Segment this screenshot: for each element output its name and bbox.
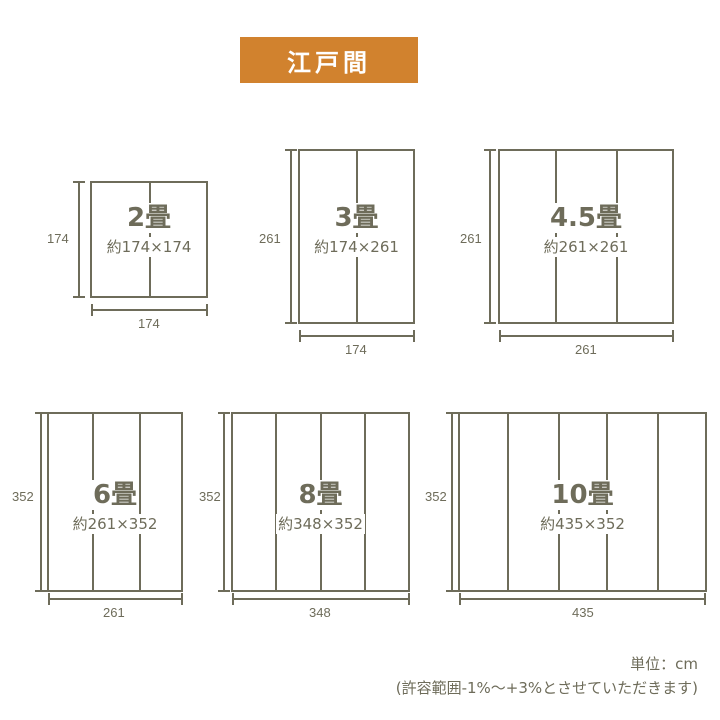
- height-label: 261: [259, 231, 281, 246]
- unit-note: 単位：cm: [630, 655, 698, 673]
- width-label: 261: [103, 605, 125, 620]
- panel-divider: [92, 414, 94, 590]
- width-dimension-line: [299, 330, 415, 342]
- width-label: 435: [572, 605, 594, 620]
- height-label: 352: [425, 489, 447, 504]
- height-dimension-line: [484, 149, 496, 324]
- height-label: 352: [12, 489, 34, 504]
- panel-divider: [320, 414, 322, 590]
- panel-divider: [356, 151, 358, 322]
- panel-divider: [364, 414, 366, 590]
- width-dimension-line: [499, 330, 674, 342]
- panel-divider: [149, 183, 151, 296]
- panel-divider: [275, 414, 277, 590]
- room-4-5jo: 4.5畳 約261×261: [498, 149, 674, 324]
- panel-divider: [139, 414, 141, 590]
- room-size: 約435×352: [538, 514, 627, 534]
- room-8jo: 8畳 約348×352: [231, 412, 410, 592]
- width-label: 174: [138, 316, 160, 331]
- width-dimension-line: [48, 593, 183, 605]
- width-label: 261: [575, 342, 597, 357]
- width-label: 174: [345, 342, 367, 357]
- height-dimension-line: [285, 149, 297, 324]
- room-name: 6畳: [90, 480, 140, 510]
- panel-divider: [616, 151, 618, 322]
- room-6jo: 6畳 約261×352: [47, 412, 183, 592]
- room-name: 4.5畳: [547, 203, 625, 233]
- panel-divider: [558, 414, 560, 590]
- title-banner: 江戸間: [240, 37, 418, 83]
- notes: 単位：cm (許容範囲-1%～+3%とさせていただきます): [396, 652, 698, 700]
- width-dimension-line: [91, 304, 208, 316]
- panel-divider: [555, 151, 557, 322]
- width-dimension-line: [232, 593, 410, 605]
- page-title: 江戸間: [287, 48, 371, 77]
- width-label: 348: [309, 605, 331, 620]
- height-label: 261: [460, 231, 482, 246]
- height-dimension-line: [446, 412, 458, 592]
- height-dimension-line: [218, 412, 230, 592]
- room-3jo: 3畳 約174×261: [298, 149, 415, 324]
- panel-divider: [606, 414, 608, 590]
- tolerance-note: (許容範囲-1%～+3%とさせていただきます): [395, 679, 698, 697]
- height-label: 174: [47, 231, 69, 246]
- width-dimension-line: [459, 593, 706, 605]
- room-2jo: 2畳 約174×174: [90, 181, 208, 298]
- height-dimension-line: [73, 181, 85, 298]
- room-10jo: 10畳 約435×352: [458, 412, 707, 592]
- height-label: 352: [199, 489, 221, 504]
- panel-divider: [657, 414, 659, 590]
- height-dimension-line: [35, 412, 47, 592]
- panel-divider: [507, 414, 509, 590]
- room-size: 約261×352: [70, 514, 160, 534]
